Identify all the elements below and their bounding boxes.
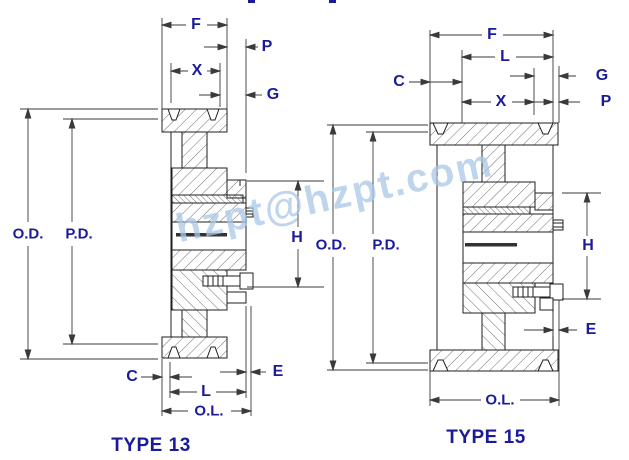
dim-label-pd-type13: P.D. xyxy=(63,225,95,243)
type15-title: TYPE 15 xyxy=(446,427,526,448)
dim-label-ol-type15: O.L. xyxy=(483,391,517,409)
dim-label-pd-type15: P.D. xyxy=(370,236,402,254)
type13-dimension-lines xyxy=(20,18,324,416)
type15-dimension-lines xyxy=(327,30,601,406)
dim-label-l-type15: L xyxy=(498,48,512,65)
dim-label-h-type13: H xyxy=(289,229,305,246)
type15-drawing xyxy=(429,122,564,372)
dim-label-e-type13: E xyxy=(270,363,286,380)
dim-label-g-type15: G xyxy=(593,67,611,84)
dim-label-x-type15: X xyxy=(493,93,509,110)
cropped-text-mark xyxy=(248,0,255,3)
dim-label-od-type15: O.D. xyxy=(313,236,349,254)
type13-title: TYPE 13 xyxy=(111,435,191,456)
dim-label-f-type13: F xyxy=(189,16,203,33)
dim-label-e-type15: E xyxy=(583,321,599,338)
dim-label-c-type13: C xyxy=(124,368,140,385)
dim-label-h-type15: H xyxy=(580,237,596,254)
dim-label-x-type13: X xyxy=(189,62,205,79)
dim-label-p-type13: P xyxy=(259,38,275,55)
cropped-text-mark xyxy=(329,0,336,3)
dim-label-od-type13: O.D. xyxy=(10,225,46,243)
dim-label-c-type15: C xyxy=(391,73,407,90)
dim-label-f-type15: F xyxy=(485,26,499,43)
dim-label-g-type13: G xyxy=(264,86,282,103)
dim-label-p-type15: P xyxy=(598,93,614,110)
dim-label-l-type13: L xyxy=(199,383,213,400)
dim-label-ol-type13: O.L. xyxy=(192,402,226,420)
type13-drawing xyxy=(161,108,254,359)
